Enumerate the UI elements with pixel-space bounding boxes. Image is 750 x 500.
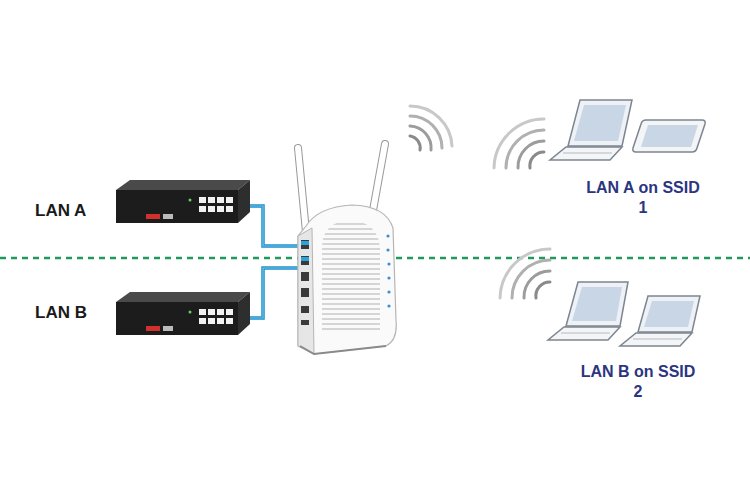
switch-icon (116, 292, 250, 335)
laptop-icon (548, 282, 628, 340)
laptop-icon (620, 296, 700, 346)
wireless-waves (410, 106, 452, 150)
switch-icon (116, 180, 250, 223)
wireless-waves (500, 249, 550, 298)
network-label: LAN B on SSID 2 (578, 362, 698, 402)
access-point (298, 205, 396, 354)
laptop-icon (550, 100, 632, 160)
network-label: LAN A on SSID 1 (583, 178, 703, 218)
network-label: LAN A (35, 200, 86, 221)
tablet-icon (633, 120, 705, 152)
network-label: LAN B (35, 302, 87, 323)
wireless-waves (494, 119, 544, 168)
